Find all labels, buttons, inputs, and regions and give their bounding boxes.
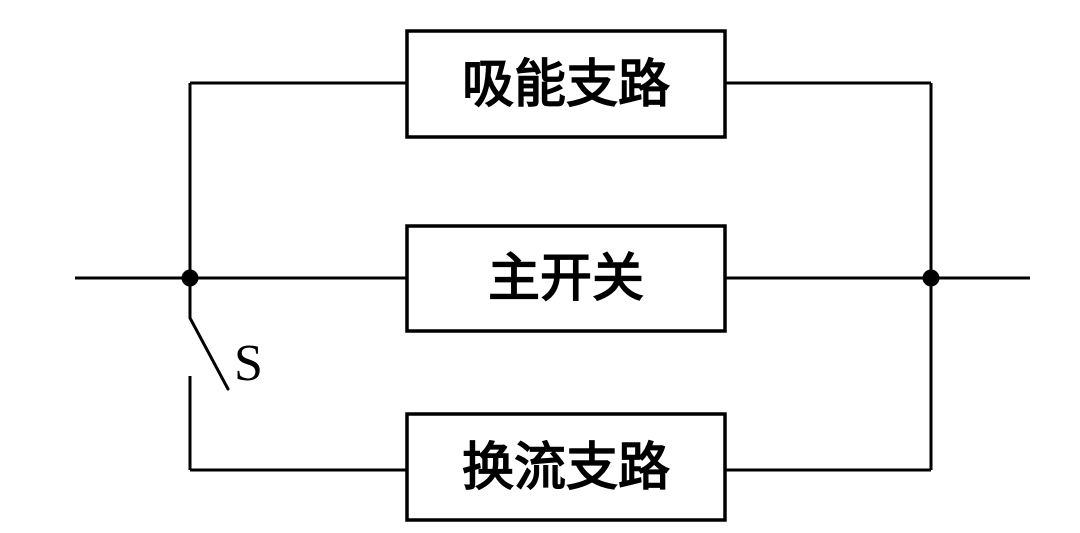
main-switch-label: 主开关 bbox=[488, 250, 644, 308]
energy-absorption-branch-box bbox=[405, 29, 727, 139]
switch-blade bbox=[188, 316, 230, 391]
switch-s-label: S bbox=[234, 335, 263, 392]
left-junction-dot bbox=[181, 269, 199, 287]
right-junction-dot bbox=[922, 269, 940, 287]
commutation-branch-label: 换流支路 bbox=[462, 439, 671, 497]
energy-absorption-branch-label: 吸能支路 bbox=[462, 56, 671, 114]
commutation-branch-box bbox=[405, 412, 727, 522]
main-switch-box bbox=[405, 224, 727, 333]
